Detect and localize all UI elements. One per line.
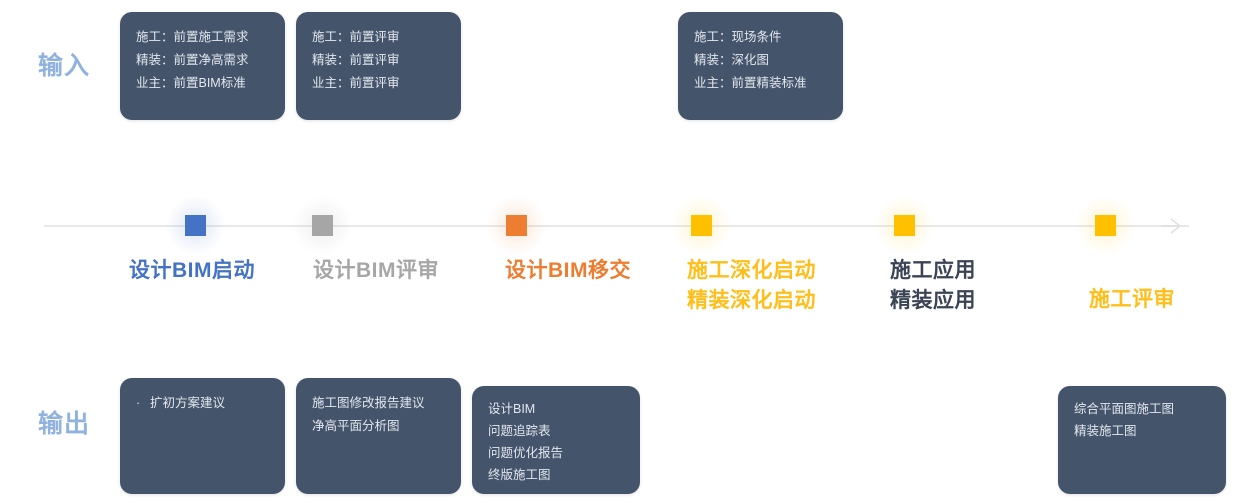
input-card-line: 施工：前置施工需求	[136, 30, 249, 44]
input-card-line: 精装：深化图	[694, 53, 770, 67]
stage-label-line: 设计BIM移交	[505, 259, 631, 282]
timeline-stage-label-1: 设计BIM评审	[313, 256, 439, 286]
timeline-marker-3[interactable]	[671, 195, 732, 256]
input-card-line: 业主：前置评审	[312, 76, 400, 90]
marker-chip	[312, 215, 333, 236]
stage-label-line: 施工深化启动	[687, 259, 816, 282]
marker-chip	[1095, 215, 1116, 236]
timeline-marker-5[interactable]	[1075, 195, 1136, 256]
stage-label-line: 精装深化启动	[687, 289, 816, 312]
input-card-line: 精装：前置净高需求	[136, 53, 249, 67]
input-card-lines: 施工：前置评审 精装：前置评审 业主：前置评审	[296, 12, 461, 95]
output-card: 施工图修改报告建议 净高平面分析图	[296, 378, 461, 494]
stage-label-line: 设计BIM评审	[313, 259, 439, 282]
input-card-line: 精装：前置评审	[312, 53, 400, 67]
output-card-lines: 设计BIM 问题追踪表 问题优化报告 终版施工图	[472, 386, 640, 486]
output-card: 设计BIM 问题追踪表 问题优化报告 终版施工图	[472, 386, 640, 494]
output-card: 综合平面图施工图 精装施工图	[1058, 386, 1226, 494]
input-card-lines: 施工：前置施工需求 精装：前置净高需求 业主：前置BIM标准	[120, 12, 285, 95]
input-card: 施工：前置施工需求 精装：前置净高需求 业主：前置BIM标准	[120, 12, 285, 120]
timeline-marker-0[interactable]	[165, 195, 226, 256]
timeline-stage-label-3: 施工深化启动 精装深化启动	[687, 256, 816, 316]
input-card-line: 施工：现场条件	[694, 30, 782, 44]
output-card-lines: · 扩初方案建议	[120, 378, 285, 415]
stage-label-line: 施工应用	[890, 259, 976, 282]
output-card-line: 设计BIM	[488, 402, 536, 416]
timeline-axis	[44, 225, 1189, 227]
output-card-line-text: 扩初方案建议	[150, 396, 226, 410]
input-card-line: 施工：前置评审	[312, 30, 400, 44]
stage-label-line: 精装应用	[890, 289, 976, 312]
input-card: 施工：现场条件 精装：深化图 业主：前置精装标准	[678, 12, 843, 120]
output-card-line: 精装施工图	[1074, 424, 1137, 438]
output-card: · 扩初方案建议	[120, 378, 285, 494]
arrow-right-icon	[1162, 218, 1182, 234]
output-card-line: 问题追踪表	[488, 424, 551, 438]
row-label-output: 输出	[38, 410, 91, 438]
output-card-line: 问题优化报告	[488, 446, 564, 460]
marker-chip	[691, 215, 712, 236]
row-label-input: 输入	[38, 52, 91, 80]
output-card-line: 综合平面图施工图	[1074, 402, 1175, 416]
marker-chip	[894, 215, 915, 236]
timeline-marker-2[interactable]	[486, 195, 547, 256]
bullet-icon: ·	[136, 396, 141, 410]
input-card-lines: 施工：现场条件 精装：深化图 业主：前置精装标准	[678, 12, 843, 95]
output-card-line: 净高平面分析图	[312, 419, 400, 433]
timeline-stage-label-2: 设计BIM移交	[505, 256, 631, 286]
timeline-stage-label-0: 设计BIM启动	[129, 256, 255, 286]
marker-chip	[185, 215, 206, 236]
input-card: 施工：前置评审 精装：前置评审 业主：前置评审	[296, 12, 461, 120]
output-card-line: 施工图修改报告建议	[312, 396, 425, 410]
marker-chip	[506, 215, 527, 236]
input-card-line: 业主：前置精装标准	[694, 76, 807, 90]
input-card-line: 业主：前置BIM标准	[136, 76, 246, 90]
stage-label-line: 设计BIM启动	[129, 259, 255, 282]
timeline-stage-label-4: 施工应用 精装应用	[890, 256, 976, 316]
stage-label-line: 施工评审	[1089, 288, 1175, 311]
output-card-line: · 扩初方案建议	[136, 392, 269, 415]
timeline-marker-4[interactable]	[874, 195, 935, 256]
output-card-line: 终版施工图	[488, 468, 551, 482]
output-card-lines: 施工图修改报告建议 净高平面分析图	[296, 378, 461, 438]
timeline-marker-1[interactable]	[292, 195, 353, 256]
timeline-stage-label-5: 施工评审	[1089, 285, 1175, 315]
output-card-lines: 综合平面图施工图 精装施工图	[1058, 386, 1226, 442]
